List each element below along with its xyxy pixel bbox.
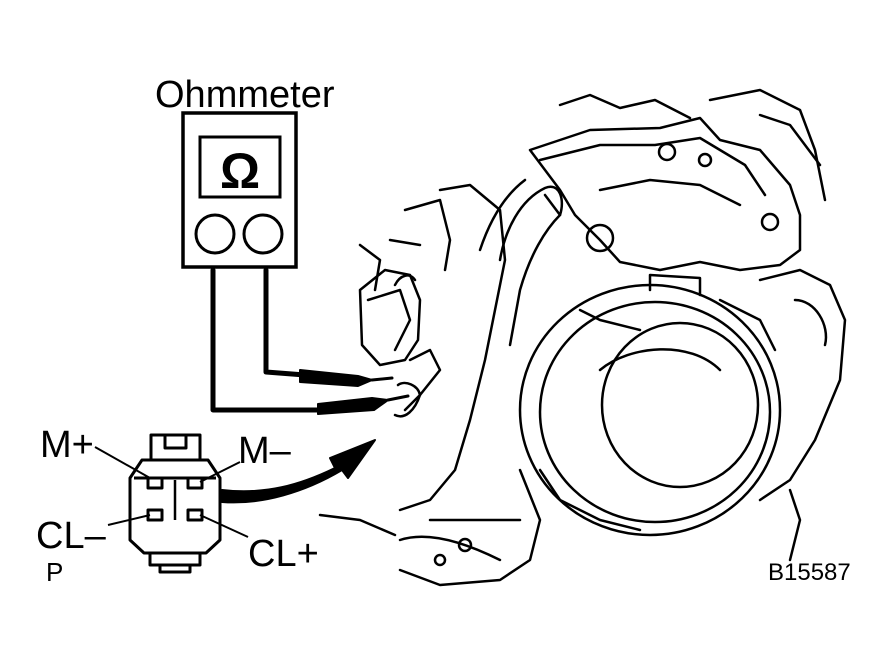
leader-m-minus bbox=[199, 461, 241, 483]
pin-label-m-minus: M– bbox=[238, 430, 292, 472]
ohmmeter-terminal-left bbox=[194, 213, 236, 255]
figure-code: B15587 bbox=[768, 559, 851, 586]
ohmmeter bbox=[181, 111, 298, 269]
pin-cl-minus-slot bbox=[146, 508, 164, 522]
connector-housing bbox=[128, 458, 222, 555]
leader-cl-plus bbox=[199, 514, 249, 538]
pin-m-minus-slot bbox=[186, 476, 204, 490]
pin-label-cl-plus: CL+ bbox=[248, 533, 319, 575]
connector-label-p: P bbox=[46, 557, 63, 587]
ohm-symbol: Ω bbox=[220, 143, 260, 199]
pin-m-plus-slot bbox=[146, 476, 164, 490]
pointer-arrow bbox=[221, 439, 376, 504]
probe-upper bbox=[299, 369, 373, 387]
connector-closeup bbox=[94, 433, 249, 574]
leader-m-plus bbox=[94, 446, 151, 479]
probe-upper-tip bbox=[370, 376, 394, 382]
pin-label-cl-minus: CL– bbox=[36, 515, 107, 557]
leader-cl-minus bbox=[107, 514, 151, 526]
connector-base bbox=[148, 553, 202, 567]
lead-wire-left bbox=[210, 267, 323, 413]
test-leads bbox=[210, 267, 410, 415]
probe-lower-tip bbox=[386, 394, 410, 402]
probe-lower bbox=[317, 397, 389, 415]
pin-cl-plus-slot bbox=[186, 508, 204, 522]
ohmmeter-title: Ohmmeter bbox=[155, 74, 335, 116]
pin-label-m-plus: M+ bbox=[40, 424, 94, 466]
throttle-body bbox=[318, 88, 847, 587]
ohmmeter-display bbox=[198, 135, 282, 199]
ohmmeter-terminal-right bbox=[242, 213, 284, 255]
lead-wire-right bbox=[263, 267, 308, 378]
